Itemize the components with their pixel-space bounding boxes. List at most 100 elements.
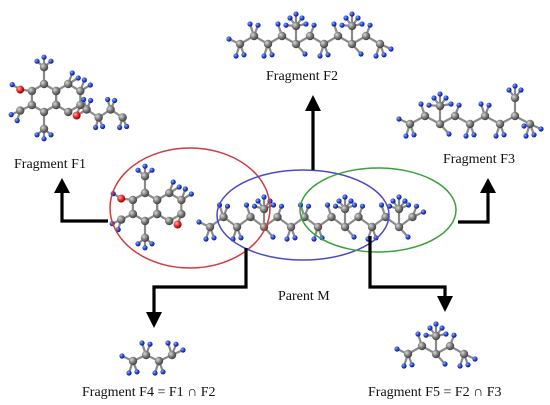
hydrogen-atom <box>359 21 365 27</box>
hydrogen-atom <box>293 11 299 17</box>
hydrogen-atom <box>433 321 439 327</box>
hydrogen-atom <box>431 95 437 101</box>
hydrogen-atom <box>415 331 421 337</box>
hydrogen-atom <box>255 22 261 28</box>
hydrogen-atom <box>501 132 507 138</box>
carbon-atom <box>286 222 296 232</box>
hydrogen-atom <box>420 209 427 215</box>
fragment-f1-label: Fragment F1 <box>14 157 86 172</box>
carbon-atom <box>394 222 404 232</box>
hydrogen-atom <box>339 22 345 28</box>
hydrogen-atom <box>325 52 331 58</box>
carbon-atom <box>128 195 138 205</box>
hydrogen-atom <box>238 235 244 241</box>
hydrogen-atom <box>203 236 209 242</box>
carbon-atom <box>165 216 174 226</box>
hydrogen-atom <box>226 36 232 42</box>
hydrogen-atom <box>443 95 449 101</box>
carbon-atom <box>354 212 363 222</box>
oxygen-atom <box>72 111 81 120</box>
hydrogen-atom <box>170 179 176 185</box>
hydrogen-atom <box>180 347 186 353</box>
hydrogen-atom <box>41 54 47 60</box>
hydrogen-atom <box>124 123 130 130</box>
carbon-atom <box>140 188 150 198</box>
hydrogen-atom <box>165 340 171 346</box>
hydrogen-atom <box>41 136 47 142</box>
parent-m-label: Parent M <box>278 289 330 304</box>
hydrogen-atom <box>518 87 524 93</box>
carbon-atom <box>27 100 37 110</box>
carbon-atom <box>259 204 269 214</box>
carbon-atom <box>152 209 162 219</box>
oxygen-atom <box>117 194 126 203</box>
carbon-atom <box>82 105 91 114</box>
hydrogen-atom <box>182 186 188 192</box>
hydrogen-atom <box>233 53 239 59</box>
hydrogen-atom <box>396 116 402 122</box>
hydrogen-atom <box>331 21 337 27</box>
carbon-atom <box>405 119 415 129</box>
carbon-atom <box>51 100 61 110</box>
hydrogen-atom <box>457 363 463 369</box>
carbon-atom <box>313 222 323 232</box>
carbon-atom <box>480 111 490 121</box>
hydrogen-atom <box>493 133 499 139</box>
hydrogen-atom <box>251 203 258 209</box>
carbon-atom <box>76 86 85 96</box>
hydrogen-atom <box>176 184 182 190</box>
fragment-f1-ellipse <box>109 147 271 269</box>
carbon-atom <box>246 212 255 222</box>
fragment-f3-label: Fragment F3 <box>443 152 515 167</box>
hydrogen-atom <box>211 235 217 241</box>
fragment-f5-label: Fragment F5 = F2 ∩ F3 <box>368 385 502 400</box>
carbon-atom <box>140 172 150 181</box>
carbon-atom <box>128 356 138 366</box>
carbon-atom <box>249 31 259 41</box>
hydrogen-atom <box>373 53 379 59</box>
carbon-atom <box>64 107 73 117</box>
carbon-atom <box>305 31 315 41</box>
hydrogen-atom <box>411 132 417 138</box>
arrow-to-f4-head <box>146 312 162 328</box>
hydrogen-atom <box>463 133 469 139</box>
carbon-atom <box>291 39 301 49</box>
hydrogen-atom <box>538 126 544 132</box>
carbon-atom <box>525 119 535 129</box>
carbon-atom <box>333 31 343 41</box>
carbon-atom <box>152 195 162 205</box>
carbon-atom <box>347 21 357 31</box>
carbon-atom <box>167 350 177 360</box>
fragment-f3-molecule-icon <box>396 83 544 139</box>
carbon-atom <box>510 111 520 121</box>
hydrogen-atom <box>241 52 247 58</box>
fragment-f3-ellipse <box>299 167 457 253</box>
hydrogen-atom <box>135 167 141 173</box>
oxygen-atom <box>173 220 182 229</box>
hydrogen-atom <box>311 236 317 242</box>
hydrogen-atom <box>224 203 231 209</box>
hydrogen-atom <box>270 234 276 240</box>
carbon-atom <box>347 39 357 49</box>
carbon-atom <box>177 209 186 219</box>
carbon-atom <box>117 215 126 224</box>
hydrogen-atom <box>394 346 400 352</box>
hydrogen-atom <box>478 101 484 107</box>
hydrogen-atom <box>275 21 281 27</box>
hydrogen-atom <box>413 203 420 209</box>
arrow-to-f3-head <box>480 178 496 193</box>
carbon-atom <box>128 209 138 219</box>
hydrogen-atom <box>348 198 354 204</box>
hydrogen-atom <box>283 22 289 28</box>
hydrogen-atom <box>261 194 267 200</box>
carbon-atom <box>327 212 336 222</box>
carbon-atom <box>165 188 174 198</box>
parent-molecule-icon <box>109 163 427 251</box>
hydrogen-atom <box>521 123 527 129</box>
carbon-atom <box>140 216 150 226</box>
hydrogen-atom <box>87 82 93 88</box>
hydrogen-atom <box>255 198 261 204</box>
arrow-to-f2-head <box>305 95 321 111</box>
hydrogen-atom <box>358 51 364 57</box>
